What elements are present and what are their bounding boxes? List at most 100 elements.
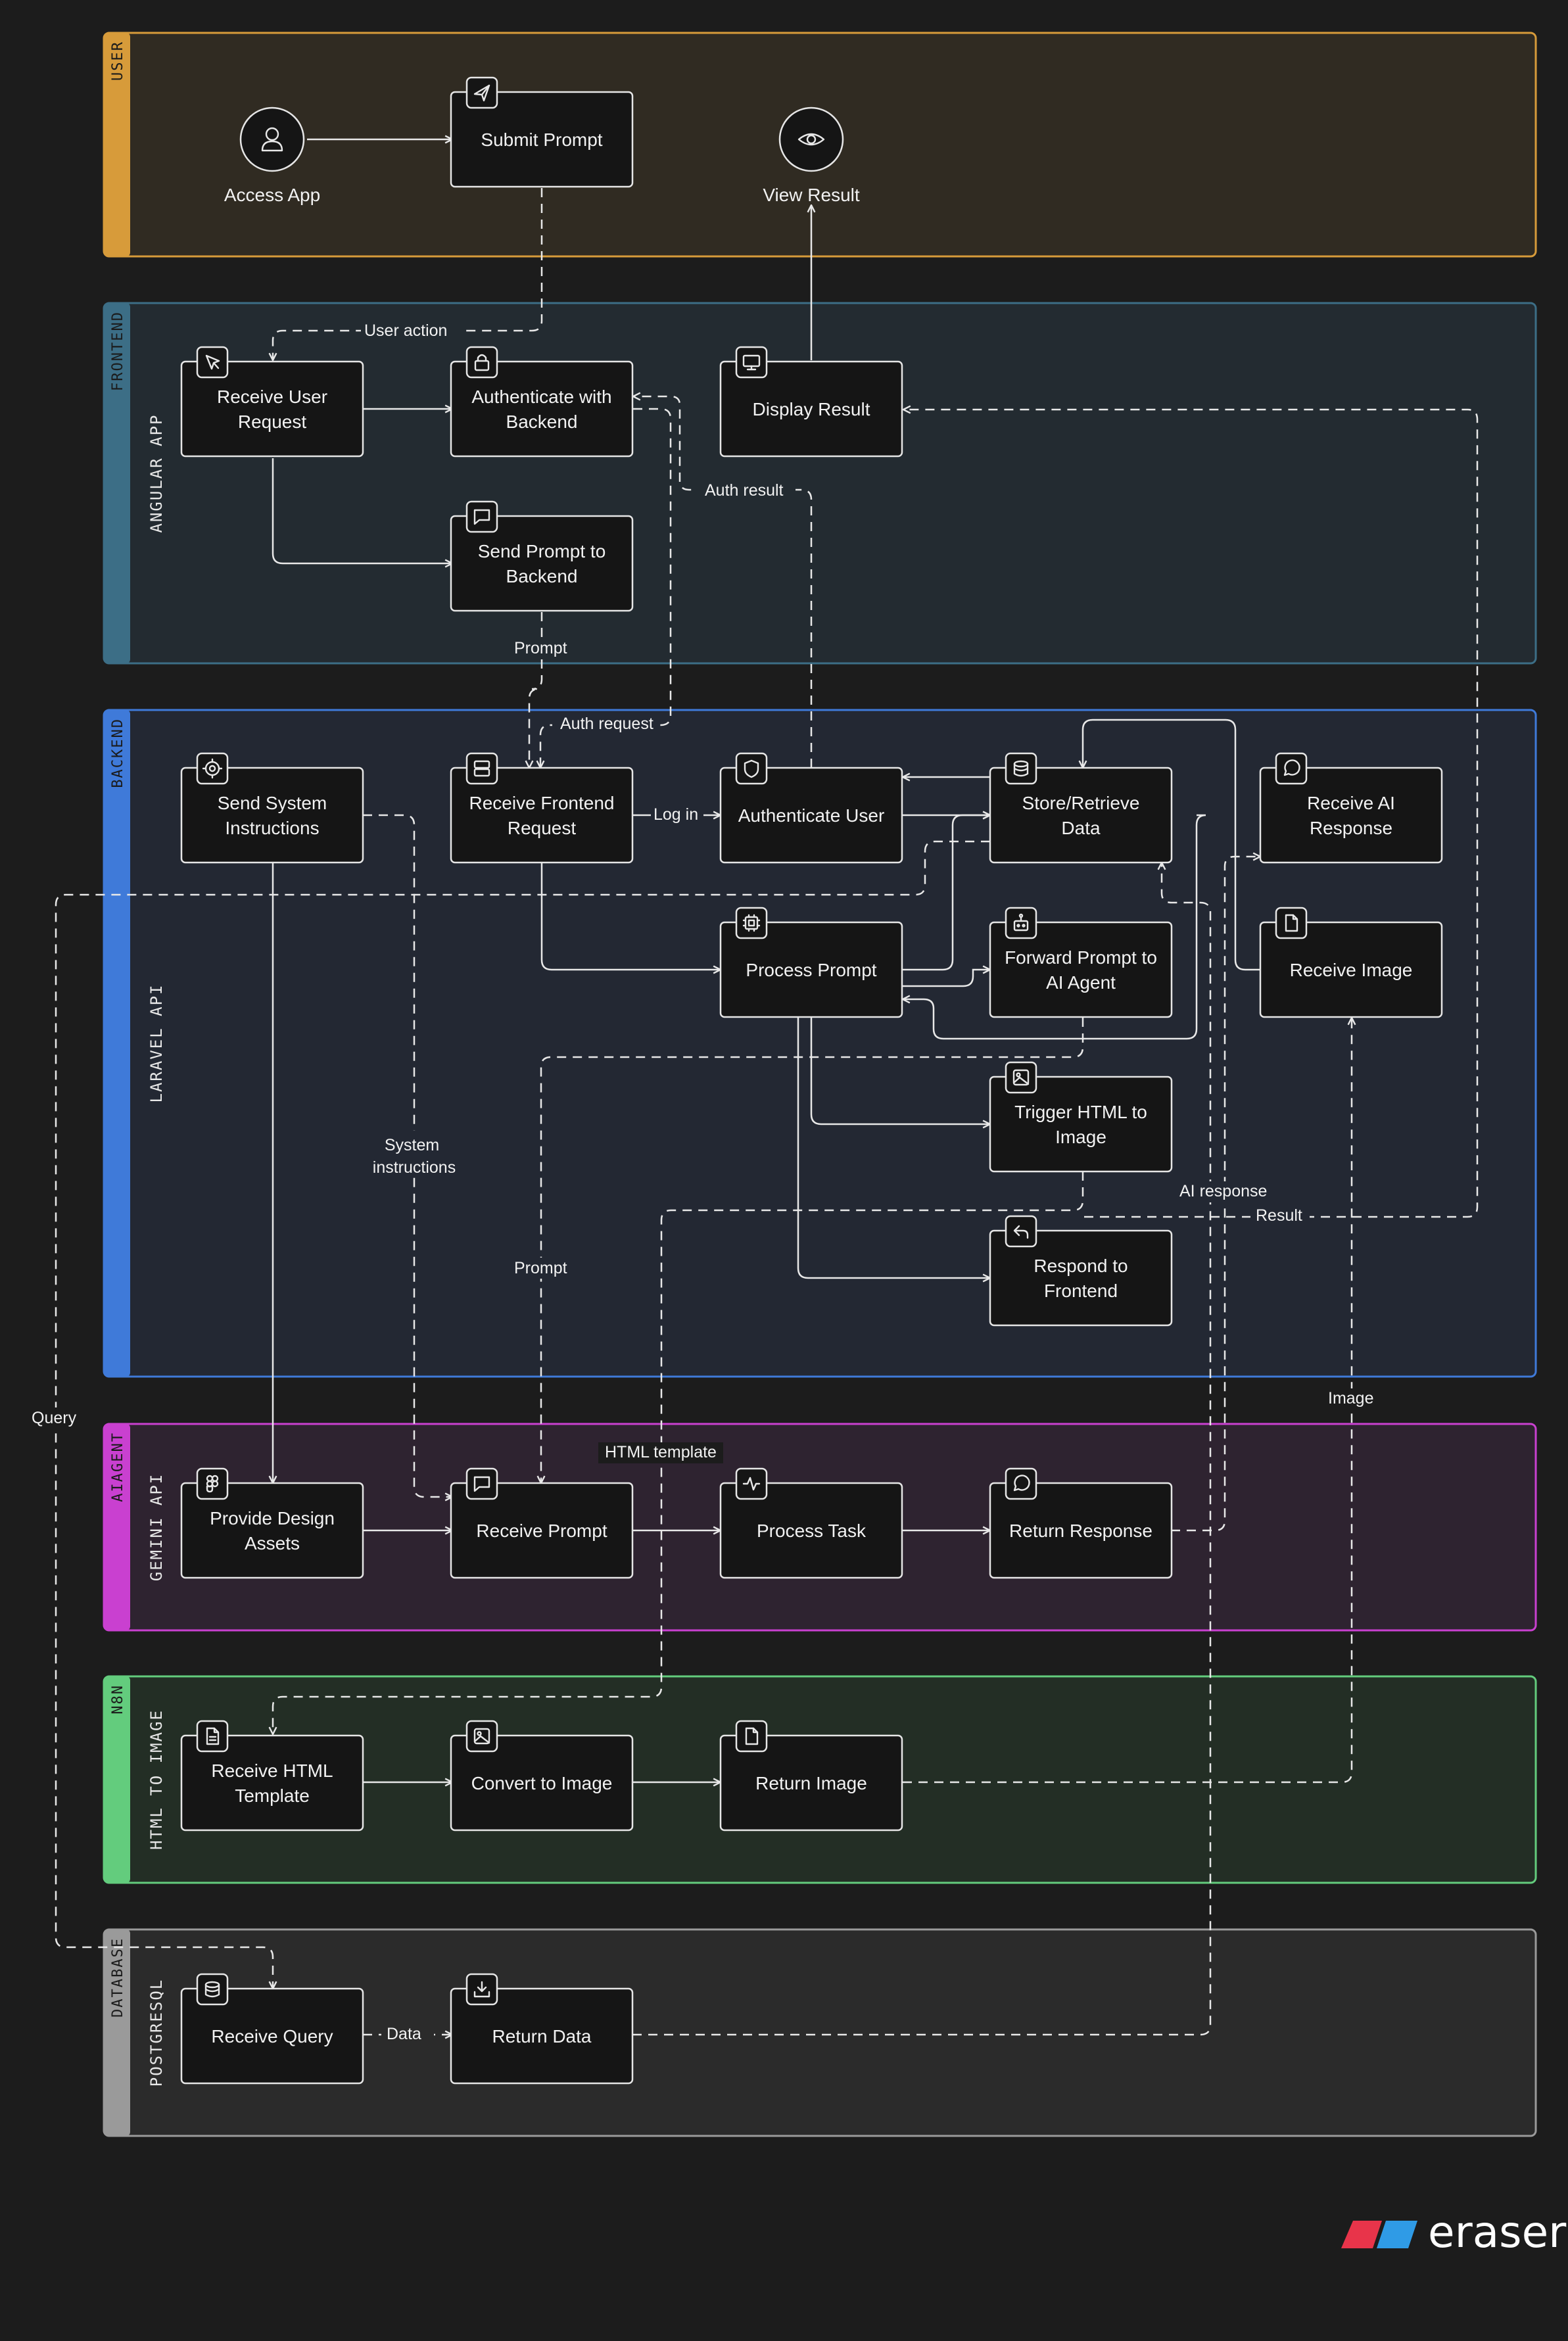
icon-badge: [465, 500, 498, 533]
icon-badge: [196, 346, 229, 379]
edge-label-log-in: Log in: [653, 805, 698, 824]
node-receive-prompt: Receive Prompt: [450, 1467, 634, 1579]
node-shape: [180, 767, 364, 864]
icon-badge: [465, 76, 498, 109]
node-shape: [180, 1482, 364, 1579]
image-icon: [1012, 1069, 1030, 1086]
lane-title: USER: [110, 41, 126, 81]
shield-icon: [744, 759, 759, 778]
lane-stripe: [104, 1929, 130, 2136]
node-shape: [450, 360, 634, 458]
edge-process-to-trigger: [810, 1018, 990, 1124]
node-shape: [1259, 921, 1443, 1018]
edge-label-ai-response: AI response: [1179, 1182, 1267, 1200]
node-shape: [450, 1987, 634, 2085]
image-icon: [473, 1728, 490, 1745]
edge-label-data: Data: [387, 2025, 421, 2043]
edge-process-to-store: [903, 815, 990, 971]
gear-icon: [202, 758, 223, 779]
icon-badge: [465, 1467, 498, 1500]
lane-title: BACKEND: [110, 718, 126, 788]
cpu-icon: [742, 914, 761, 932]
node-process-task: Process Task: [719, 1467, 903, 1579]
edge-return-data-to-store: [632, 863, 1212, 2036]
eraser-logo: eraser: [1341, 2207, 1567, 2258]
icon-badge: [1005, 1467, 1037, 1500]
message-circle-icon: [1283, 759, 1300, 776]
icon-badge: [735, 752, 768, 785]
edge-label-user-action: User action: [364, 321, 447, 340]
node-shape: [180, 1734, 364, 1832]
lane-stripe: [104, 1676, 130, 1883]
edge-receive-image-to-store: [1083, 719, 1260, 971]
node-shape: [989, 767, 1173, 864]
edge-label-prompt-frontend: Prompt: [514, 639, 567, 657]
icon-badge: [1005, 752, 1037, 785]
node-shape: [450, 515, 634, 612]
edge-label-result: Result: [1256, 1206, 1302, 1225]
edge-prompt-to-backend: [529, 612, 543, 768]
node-return-response: Return Response: [989, 1467, 1173, 1579]
robot-icon: [1013, 913, 1029, 932]
cursor-icon: [205, 354, 220, 370]
eraser-logo-mark-blue: [1377, 2221, 1417, 2248]
icon-badge: [735, 907, 768, 939]
lane-stripe: [104, 33, 130, 256]
node-convert-to-image: Convert to Image: [450, 1720, 634, 1832]
node-authenticate-user: Authenticate User: [719, 752, 903, 864]
message-circle-icon: [1013, 1475, 1030, 1492]
lane-body: [103, 302, 1537, 665]
lane-subtitle: GEMINI API: [147, 1473, 166, 1582]
eraser-logo-mark-red: [1341, 2221, 1382, 2248]
icon-badge: [196, 1973, 229, 2006]
node-shape: [719, 767, 903, 864]
edge-auth-result: [633, 396, 813, 768]
icon-badge: [1275, 752, 1308, 785]
node-label: Process Task: [757, 1521, 867, 1541]
edge-image: [903, 1018, 1352, 1784]
lock-icon: [474, 354, 490, 371]
file-icon: [1285, 914, 1298, 932]
node-shape: [450, 1734, 634, 1832]
edge-query: [55, 840, 990, 1989]
lane-stripe: [104, 303, 130, 663]
node-shape: [989, 1076, 1173, 1173]
node-label: Authenticate User: [738, 805, 885, 826]
node-shape: [180, 1987, 364, 2085]
edge-receive-to-send-prompt: [272, 458, 452, 563]
node-view-result: View Result: [763, 106, 860, 205]
node-receive-image: Receive Image: [1259, 907, 1443, 1018]
edge-label-prompt-backend: Prompt: [514, 1259, 567, 1277]
node-label: Receive Query: [211, 2026, 333, 2046]
icon-badge: [465, 346, 498, 379]
reply-icon: [1013, 1225, 1029, 1239]
database-icon: [204, 1981, 220, 1998]
edge-process-to-respond: [797, 1018, 990, 1278]
node-shape: [719, 1482, 903, 1579]
icon-badge: [1005, 907, 1037, 939]
lane-title: FRONTEND: [110, 311, 126, 391]
lane-stripe: [104, 710, 130, 1377]
edge-label-system-instructions: System instructions: [373, 1136, 456, 1177]
node-label: Display Result: [753, 399, 870, 419]
node-label: Convert to Image: [471, 1773, 613, 1793]
